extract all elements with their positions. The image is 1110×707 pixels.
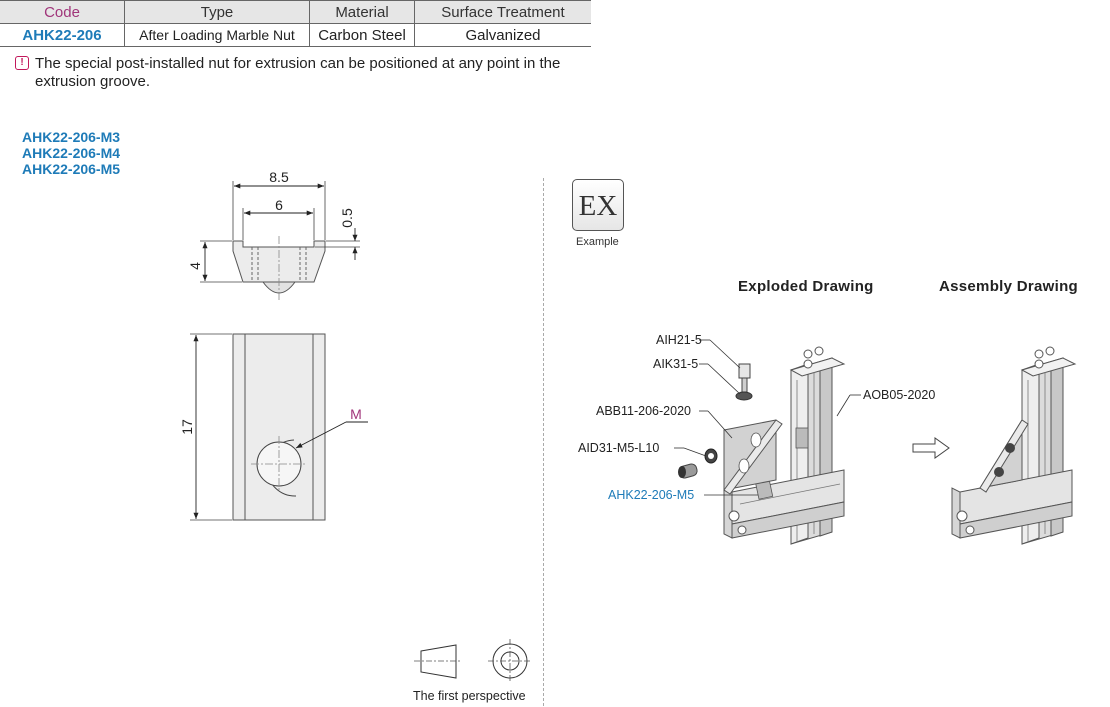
divider bbox=[543, 178, 544, 706]
cell-type: After Loading Marble Nut bbox=[124, 23, 310, 47]
thread-label: M bbox=[350, 406, 362, 422]
note: ! The special post-installed nut for ext… bbox=[15, 55, 595, 91]
dim-8-5: 8.5 bbox=[269, 169, 289, 185]
part-code-m5: AHK22-206-M5 bbox=[22, 161, 121, 177]
assembly-drawing-heading: Assembly Drawing bbox=[939, 278, 1079, 295]
callout-ahk22-206-m5: AHK22-206-M5 bbox=[608, 488, 695, 502]
header-surface-treatment: Surface Treatment bbox=[441, 3, 565, 21]
exclamation-icon: ! bbox=[15, 56, 29, 70]
example-label: Example bbox=[576, 236, 619, 248]
arrow-right-icon bbox=[912, 437, 950, 459]
side-view: 8.5 6 0.5 4 bbox=[187, 169, 360, 302]
callout-aid31-m5-l10: AID31-M5-L10 bbox=[578, 441, 660, 455]
perspective-label: The first perspective bbox=[413, 689, 526, 703]
assembly-drawing-illustration bbox=[951, 346, 1077, 545]
exploded-drawing-heading: Exploded Drawing bbox=[738, 278, 874, 295]
exploded-drawing-illustration bbox=[674, 339, 861, 545]
cell-material: Carbon Steel bbox=[309, 23, 415, 47]
part-code-m3: AHK22-206-M3 bbox=[22, 129, 121, 145]
dim-0-5: 0.5 bbox=[339, 208, 355, 228]
spec-table: Code Type Material Surface Treatment AHK… bbox=[0, 0, 591, 47]
header-type: Type bbox=[124, 0, 310, 24]
callout-aik31-5: AIK31-5 bbox=[653, 357, 699, 371]
example-badge-icon: EX bbox=[572, 179, 624, 231]
technical-drawing: 8.5 6 0.5 4 17 M bbox=[179, 169, 532, 683]
callout-aob05-2020: AOB05-2020 bbox=[863, 388, 936, 402]
dim-4: 4 bbox=[187, 262, 203, 270]
part-code-m4: AHK22-206-M4 bbox=[22, 145, 121, 161]
projection-symbol-icon bbox=[414, 639, 532, 683]
cell-surface: Galvanized bbox=[465, 26, 541, 44]
header-material: Material bbox=[309, 0, 415, 24]
top-view: 17 M bbox=[179, 333, 368, 521]
cell-code: AHK22-206 bbox=[0, 23, 125, 47]
assembly-illustration bbox=[674, 339, 1077, 545]
note-text: The special post-installed nut for extru… bbox=[35, 55, 561, 90]
callout-aih21-5: AIH21-5 bbox=[656, 333, 702, 347]
part-code-list: AHK22-206-M3 AHK22-206-M4 AHK22-206-M5 bbox=[22, 129, 120, 177]
spec-table-header-row: Code Type Material Surface Treatment bbox=[0, 0, 591, 24]
table-row: AHK22-206 After Loading Marble Nut Carbo… bbox=[0, 23, 591, 47]
header-code: Code bbox=[0, 0, 125, 24]
callout-abb11-206-2020: ABB11-206-2020 bbox=[596, 404, 691, 418]
dim-6: 6 bbox=[275, 197, 283, 213]
dim-17: 17 bbox=[179, 419, 195, 435]
